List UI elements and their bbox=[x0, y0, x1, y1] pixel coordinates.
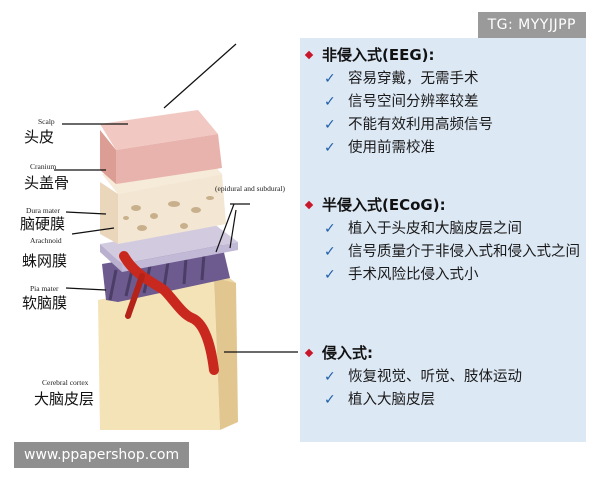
list-item: ✓容易穿戴，无需手术 bbox=[324, 71, 479, 87]
scalp-layer-main bbox=[116, 134, 222, 184]
list-item: ✓使用前需校准 bbox=[324, 140, 435, 156]
watermark-bottom: www.ppapershop.com bbox=[14, 442, 190, 468]
pointer-lines bbox=[54, 43, 298, 353]
cortex-label-zh: 大脑皮层 bbox=[34, 390, 95, 408]
skull-layer-front bbox=[100, 182, 118, 244]
blood-vessel-branch bbox=[125, 273, 145, 319]
list-item: ✓手术风险比侵入式小 bbox=[324, 267, 479, 283]
section-semiinvasive: 半侵入式(ECoG): ✓植入于头皮和大脑皮层之间 ✓信号质量介于非侵入式和侵入… bbox=[304, 194, 586, 284]
pia-label-zh: 软脑膜 bbox=[22, 294, 68, 312]
watermark-top: TG: MYYJJPP bbox=[477, 12, 586, 38]
list-item: ✓信号质量介于非侵入式和侵入式之间 bbox=[324, 244, 580, 260]
diamond-icon bbox=[304, 348, 314, 357]
check-icon: ✓ bbox=[324, 221, 336, 237]
dura-label-zh: 脑硬膜 bbox=[20, 215, 66, 233]
scalp-layer-top bbox=[100, 110, 218, 150]
list-item: ✓信号空间分辨率较差 bbox=[324, 94, 479, 110]
section-semiinvasive-header: 半侵入式(ECoG): bbox=[304, 194, 586, 215]
list-item: ✓植入大脑皮层 bbox=[324, 392, 435, 408]
diamond-icon bbox=[304, 200, 314, 209]
cortex-label-en: Cerebral cortex bbox=[42, 378, 89, 387]
diamond-icon bbox=[304, 50, 314, 59]
arachnoid-label-zh: 蛛网膜 bbox=[22, 252, 68, 270]
cortex-block-side bbox=[214, 278, 238, 430]
check-icon: ✓ bbox=[324, 267, 336, 283]
cranium-label-zh: 头盖骨 bbox=[24, 174, 70, 192]
scalp-label-en: Scalp bbox=[38, 117, 55, 126]
section-invasive-title: 侵入式: bbox=[322, 344, 373, 362]
check-icon: ✓ bbox=[324, 117, 336, 133]
skull-texture bbox=[123, 196, 214, 231]
cranium-label-en: Cranium bbox=[30, 162, 57, 171]
scalp-label-zh: 头皮 bbox=[24, 128, 55, 146]
section-invasive: 侵入式: ✓恢复视觉、听觉、肢体运动 ✓植入大脑皮层 bbox=[304, 342, 586, 409]
section-noninvasive: 非侵入式(EEG): ✓容易穿戴，无需手术 ✓信号空间分辨率较差 ✓不能有效利用… bbox=[304, 44, 586, 157]
dura-label-en: Dura mater bbox=[26, 206, 60, 215]
check-icon: ✓ bbox=[324, 71, 336, 87]
section-noninvasive-header: 非侵入式(EEG): bbox=[304, 44, 586, 65]
epidural-label: (epidural and subdural) bbox=[215, 184, 285, 193]
dura-layer-side bbox=[122, 242, 238, 272]
list-item: ✓恢复视觉、听觉、肢体运动 bbox=[324, 369, 522, 385]
section-semiinvasive-title: 半侵入式(ECoG): bbox=[322, 196, 446, 214]
dura-layer-front bbox=[100, 244, 122, 272]
check-icon: ✓ bbox=[324, 94, 336, 110]
dura-layer bbox=[100, 224, 238, 264]
pia-label-en: Pia mater bbox=[30, 284, 59, 293]
brain-layers-diagram bbox=[54, 43, 298, 430]
arachnoid-label-en: Arachnoid bbox=[30, 236, 62, 245]
check-icon: ✓ bbox=[324, 140, 336, 156]
section-invasive-header: 侵入式: bbox=[304, 342, 586, 363]
list-item: ✓植入于头皮和大脑皮层之间 bbox=[324, 221, 522, 237]
check-icon: ✓ bbox=[324, 392, 336, 408]
check-icon: ✓ bbox=[324, 244, 336, 260]
check-icon: ✓ bbox=[324, 369, 336, 385]
section-noninvasive-title: 非侵入式(EEG): bbox=[322, 46, 435, 64]
list-item: ✓不能有效利用高频信号 bbox=[324, 117, 493, 133]
